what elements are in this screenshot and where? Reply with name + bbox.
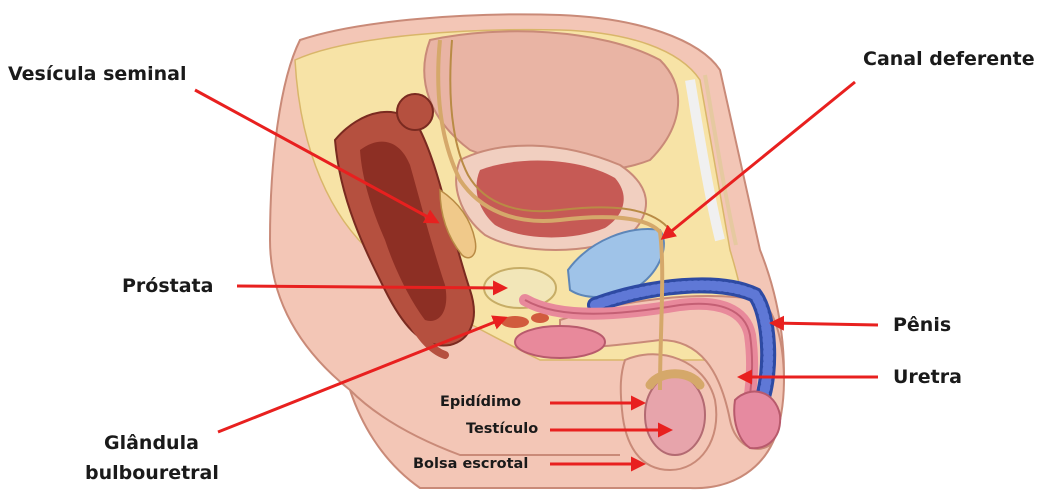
label-canal-deferente: Canal deferente: [863, 48, 1035, 70]
bulbourethral-gland: [501, 316, 529, 328]
arrow-prostata: [237, 286, 505, 288]
label-vesicula-seminal: Vesícula seminal: [8, 63, 186, 85]
label-bolsa-escrotal: Bolsa escrotal: [413, 456, 528, 472]
penile-bulb: [515, 326, 605, 358]
label-glandula-line2: bulbouretral: [85, 462, 219, 484]
arrow-penis: [772, 323, 878, 325]
label-glandula-line1: Glândula: [104, 432, 199, 454]
label-prostata: Próstata: [122, 275, 213, 297]
label-penis: Pênis: [893, 314, 951, 336]
label-epididimo: Epidídimo: [440, 394, 521, 410]
label-uretra: Uretra: [893, 366, 962, 388]
glans: [734, 392, 780, 449]
label-testiculo: Testículo: [466, 421, 538, 437]
